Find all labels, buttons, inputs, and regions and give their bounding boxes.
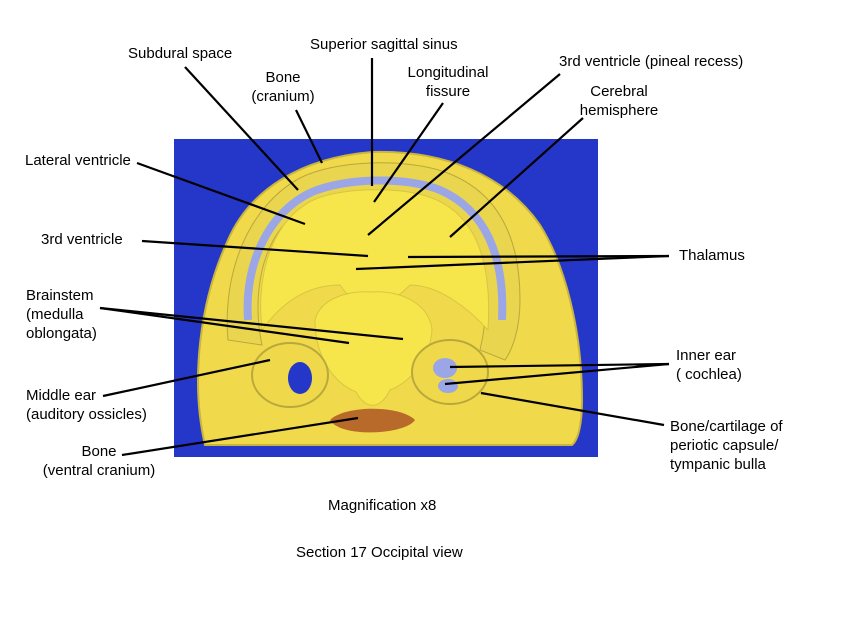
- label-longitudinal-fissure: Longitudinal fissure: [407, 64, 489, 100]
- right-cochlea: [433, 358, 457, 378]
- label-lateral-ventricle: Lateral ventricle: [25, 152, 131, 169]
- label-subdural-space: Subdural space: [128, 45, 233, 62]
- leader-periotic-capsule: [480, 391, 665, 427]
- label-cerebral-hemisphere: Cerebral hemisphere: [579, 83, 659, 119]
- label-inner-ear: Inner ear ( cochlea): [676, 347, 742, 383]
- label-superior-sagittal-sinus: Superior sagittal sinus: [310, 36, 458, 53]
- leader-third-ventricle: [141, 239, 369, 258]
- leader-inner-ear-2: [444, 362, 670, 386]
- right-cochlea-lower: [438, 379, 458, 393]
- label-middle-ear: Middle ear (auditory ossicles): [26, 387, 147, 423]
- leader-subdural-space: [184, 66, 299, 191]
- leader-brainstem-1: [99, 306, 404, 341]
- label-third-ventricle: 3rd ventricle: [41, 231, 123, 248]
- label-thalamus: Thalamus: [679, 247, 745, 264]
- left-cochlea: [288, 362, 312, 394]
- caption-magnification: Magnification x8: [328, 497, 437, 514]
- leader-thalamus-1: [407, 254, 670, 259]
- label-brainstem: Brainstem (medulla oblongata): [26, 287, 97, 342]
- caption-section: Section 17 Occipital view: [296, 544, 463, 561]
- ventral-cranium: [330, 408, 415, 433]
- leader-middle-ear: [102, 358, 271, 398]
- leader-brainstem-2: [99, 306, 350, 345]
- leader-thalamus-2: [355, 254, 670, 271]
- label-third-ventricle-pineal: 3rd ventricle (pineal recess): [559, 53, 744, 70]
- leader-inner-ear-1: [449, 362, 670, 369]
- subdural-band: [243, 176, 507, 321]
- leader-bone-ventral-cranium: [121, 416, 359, 457]
- leader-third-ventricle-pineal: [367, 73, 561, 236]
- label-bone-cranium: Bone (cranium): [251, 69, 315, 105]
- leader-lateral-ventricle: [136, 161, 306, 226]
- label-bone-ventral-cranium: Bone (ventral cranium): [42, 443, 156, 479]
- label-periotic-capsule: Bone/cartilage of periotic capsule/ tymp…: [670, 418, 783, 473]
- cerebrum: [260, 189, 490, 332]
- leader-lines: [99, 58, 670, 457]
- leader-bone-cranium: [295, 109, 323, 164]
- leader-cerebral-hemisphere: [449, 117, 584, 238]
- leader-longitudinal-fissure: [373, 102, 444, 203]
